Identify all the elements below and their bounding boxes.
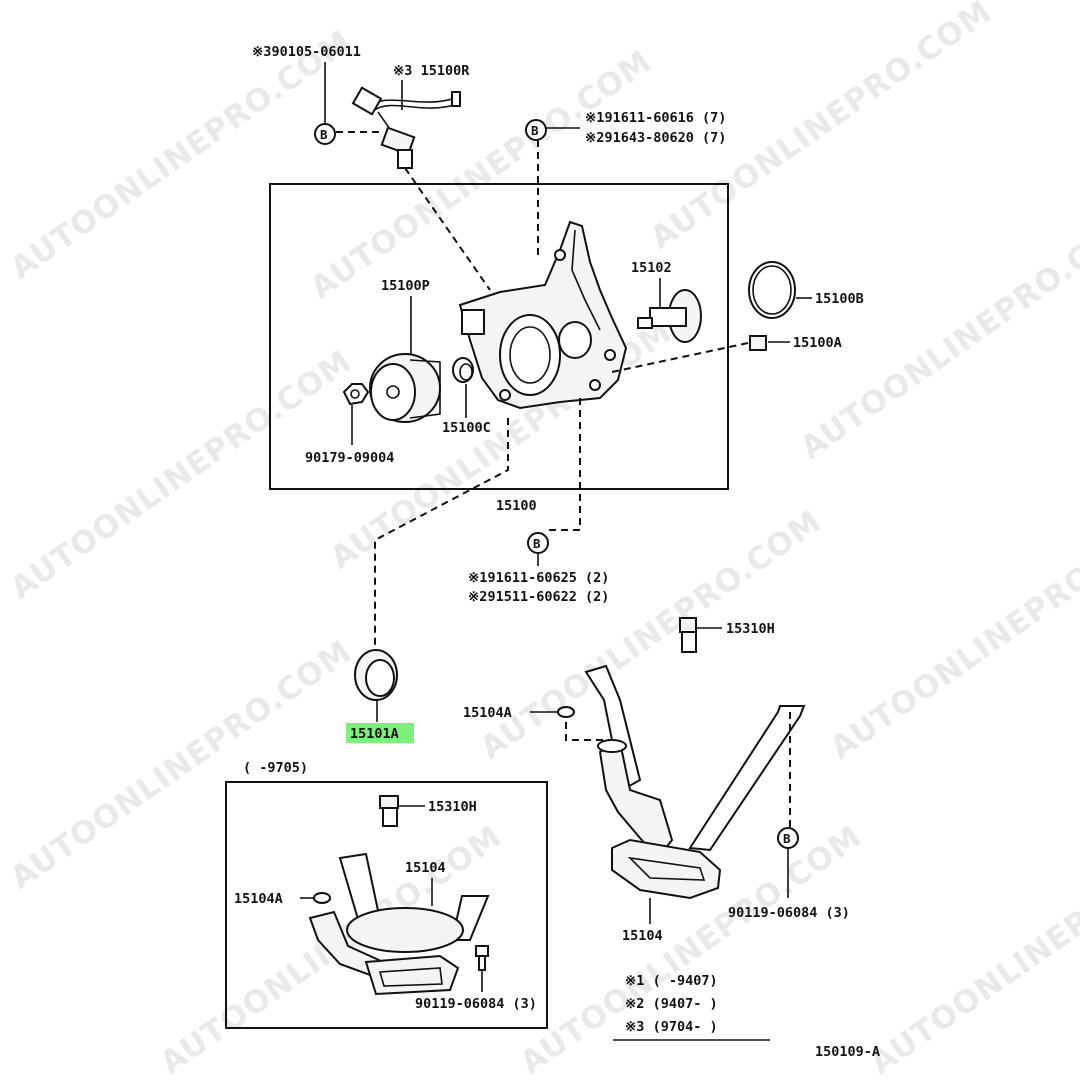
inset-strainer-label: 15104 xyxy=(405,860,446,876)
gasket[interactable] xyxy=(557,706,575,718)
cover-bolts-label-2: ※291643-80620 (7) xyxy=(585,130,726,146)
lower-bolts-label-1: ※191611-60625 (2) xyxy=(468,570,609,586)
strainer-bolt-label: 90119-06084 (3) xyxy=(728,905,850,921)
inset-stud[interactable] xyxy=(379,795,399,827)
inset-bolt-label: 90119-06084 (3) xyxy=(415,996,537,1012)
ref-b-text: B xyxy=(533,536,541,551)
note-2: ※2 (9407- ) xyxy=(625,996,718,1012)
inset-gasket-label: 15104A xyxy=(234,891,283,907)
nut[interactable] xyxy=(342,383,370,406)
pump-assembly-box xyxy=(269,183,729,490)
watermark: AUTOONLINEPRO.COM xyxy=(864,818,1080,1080)
inset-period-label: ( -9705) xyxy=(243,760,308,776)
note-1: ※1 ( -9407) xyxy=(625,973,718,989)
oil-seal[interactable] xyxy=(354,649,398,701)
lower-bolts-label-2: ※291511-60622 (2) xyxy=(468,589,609,605)
stud-15310h[interactable] xyxy=(679,617,697,653)
relief-valve-label: 15102 xyxy=(631,260,672,276)
ref-b-text: B xyxy=(531,123,539,138)
ref-b-marker xyxy=(314,123,336,145)
inset-stud-label: 15310H xyxy=(428,799,477,815)
note-3: ※3 (9704- ) xyxy=(625,1019,718,1035)
diagram-id: 150109-A xyxy=(815,1044,880,1060)
watermark: AUTOONLINEPRO.COM xyxy=(304,43,658,306)
watermark: AUTOONLINEPRO.COM xyxy=(4,23,358,286)
seal-c-label: 15100C xyxy=(442,420,491,436)
inset-bolt[interactable] xyxy=(475,945,489,971)
ref-b-text: B xyxy=(783,831,791,846)
inset-box xyxy=(225,781,548,1029)
ref-b-text: B xyxy=(320,127,328,142)
drive-rotor[interactable] xyxy=(369,353,441,423)
highlight-box xyxy=(346,723,414,743)
gasket-label: 15104A xyxy=(463,705,512,721)
inset-strainer[interactable] xyxy=(308,852,490,996)
o-ring[interactable] xyxy=(748,261,796,319)
watermark: AUTOONLINEPRO.COM xyxy=(824,503,1080,766)
watermark: AUTOONLINEPRO.COM xyxy=(4,343,358,606)
watermark: AUTOONLINEPRO.COM xyxy=(644,0,998,257)
strainer-stud-label: 15310H xyxy=(726,621,775,637)
cover-bolts-label-1: ※191611-60616 (7) xyxy=(585,110,726,126)
plug-label: 15100A xyxy=(793,335,842,351)
oil-seal-label: 15101A xyxy=(350,726,399,742)
nut-label: 90179-09004 xyxy=(305,450,394,466)
plug[interactable] xyxy=(749,335,767,351)
ref-b-marker xyxy=(525,119,547,141)
o-ring-label: 15100B xyxy=(815,291,864,307)
crank-sensor[interactable] xyxy=(351,86,461,169)
strainer-label: 15104 xyxy=(622,928,663,944)
seal-ring[interactable] xyxy=(452,357,474,383)
oil-pump-body[interactable] xyxy=(458,220,628,410)
relief-valve[interactable] xyxy=(637,289,702,343)
sensor-bolt-label: ※390105-06011 xyxy=(252,44,361,60)
inset-gasket[interactable] xyxy=(313,892,331,904)
rotor-label: 15100P xyxy=(381,278,430,294)
sensor-label: ※3 15100R xyxy=(393,63,470,79)
pump-assy-label: 15100 xyxy=(496,498,537,514)
oil-strainer[interactable] xyxy=(584,664,806,900)
